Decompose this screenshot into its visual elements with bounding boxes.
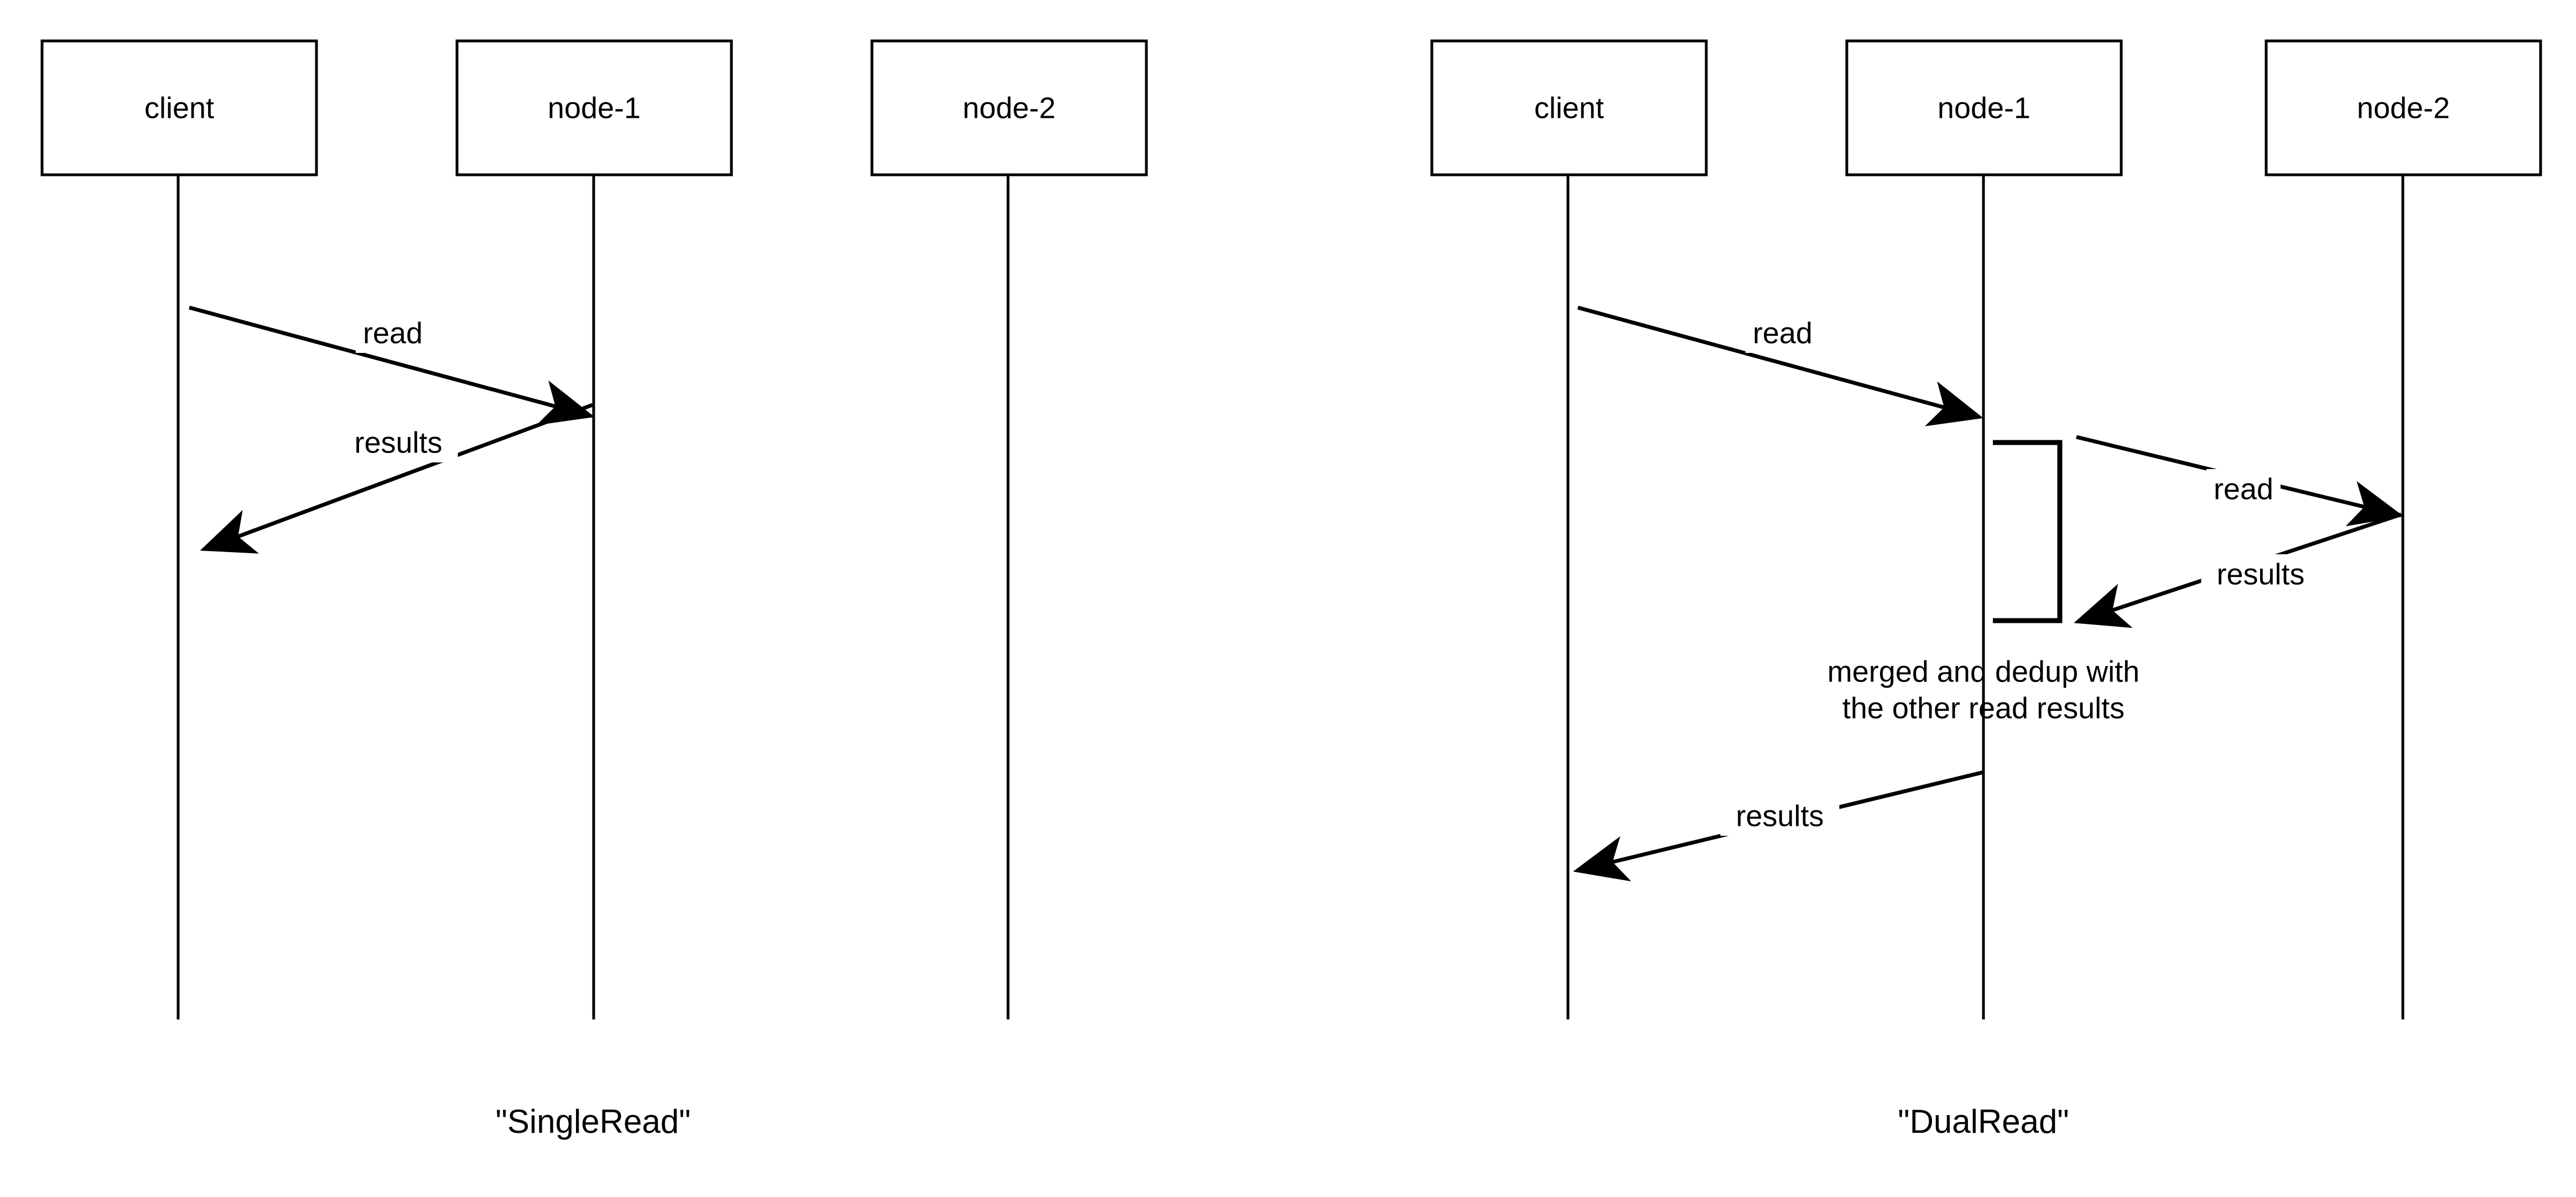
diagram-dual-read: client node-1 node-2 read read results results… (1430, 39, 2542, 1140)
message-node1-results-client[interactable]: results (1573, 770, 1984, 882)
participant-label-client: client (144, 91, 214, 124)
message-arrow-client-read-node1 (1577, 305, 1983, 426)
participant-client[interactable]: client (40, 39, 318, 1019)
message-client-read-node1[interactable]: read (1577, 305, 1983, 426)
diagram-caption-single-read: "SingleRead" (496, 1103, 691, 1140)
participant-label-node-1: node-1 (1938, 91, 2030, 124)
message-label-backdrop-client-read-node1 (356, 313, 430, 353)
message-label-node1-results-client: results (1736, 799, 1824, 832)
message-node1-read-node2[interactable]: read (2076, 435, 2404, 527)
participant-node-2[interactable]: node-2 (870, 39, 1148, 1019)
participant-node-1[interactable]: node-1 (455, 39, 733, 1019)
participant-box-client[interactable] (1430, 39, 1708, 176)
participant-label-node-2: node-2 (963, 91, 1056, 124)
participant-label-client: client (1534, 91, 1604, 124)
diagram-groups: client node-1 node-2 read results "SingleRead… (40, 39, 2542, 1140)
participant-box-client[interactable] (40, 39, 318, 176)
message-label-backdrop-node2-results-node1 (2201, 554, 2320, 594)
message-label-client-read-node1: read (1753, 316, 1812, 350)
participant-label-node-2: node-2 (2357, 91, 2450, 124)
participant-box-node-1[interactable] (455, 39, 733, 176)
message-label-backdrop-node1-results-client (339, 423, 458, 462)
participant-client[interactable]: client (1430, 39, 1708, 1019)
message-label-backdrop-node1-results-client (1720, 796, 1840, 836)
participant-node-1[interactable]: node-1 (1845, 39, 2123, 1019)
note-line: merged and dedup with (1827, 655, 2139, 688)
message-label-node2-results-node1: results (2216, 558, 2304, 591)
diagram-caption-dual-read: "DualRead" (1898, 1103, 2069, 1140)
message-label-node1-read-node2: read (2214, 472, 2273, 506)
note-line: the other read results (1842, 691, 2125, 725)
message-label-backdrop-client-read-node1 (1746, 313, 1820, 353)
activation-bracket-node1-activation (1993, 440, 2063, 623)
message-arrow-client-read-node1 (189, 305, 595, 425)
participant-label-node-1: node-1 (548, 91, 641, 124)
message-node2-results-node1[interactable]: results (2074, 512, 2402, 628)
participant-node-2[interactable]: node-2 (2265, 39, 2542, 1019)
message-node1-results-client[interactable]: results (200, 403, 594, 554)
message-client-read-node1[interactable]: read (189, 305, 595, 425)
diagram-single-read: client node-1 node-2 read results "SingleRead… (40, 39, 1148, 1140)
message-arrow-node1-results-client (200, 403, 594, 554)
message-label-client-read-node1: read (363, 316, 423, 350)
participant-box-node-2[interactable] (870, 39, 1148, 176)
message-label-node1-results-client: results (354, 426, 442, 459)
message-label-backdrop-node1-read-node2 (2206, 469, 2281, 509)
